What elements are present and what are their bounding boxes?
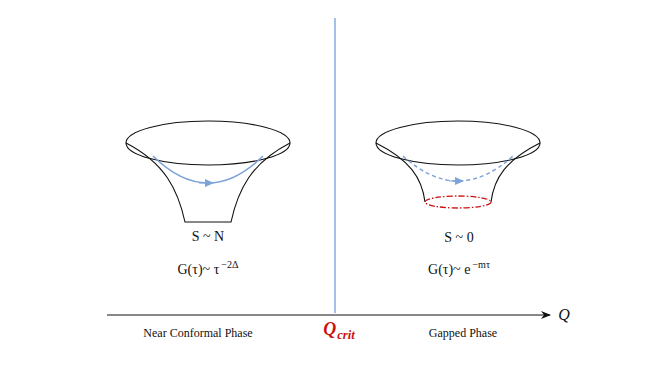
label-text: Gapped Phase	[429, 326, 497, 340]
phase-label: Gapped Phase	[429, 326, 497, 341]
gapped-throat	[376, 121, 540, 208]
critical-charge: Qcrit	[323, 319, 355, 343]
axis-label: Q	[558, 306, 570, 324]
label-text: Q	[323, 319, 336, 339]
exponent-text: −2Δ	[221, 259, 238, 270]
label-text: S ~ N	[192, 229, 224, 244]
exponent-text: crit	[337, 328, 355, 342]
entropy-label: S ~ 0	[444, 230, 473, 246]
phase-label: Near Conformal Phase	[143, 326, 252, 341]
label-text: S ~ 0	[444, 230, 473, 245]
label-text: G(τ)~ τ	[178, 261, 220, 276]
correlator-label: G(τ)~ τ−2Δ	[178, 259, 239, 278]
label-text: Q	[558, 306, 570, 323]
correlator-label: G(τ)~ e−mτ	[428, 259, 490, 278]
conformal-throat	[126, 121, 290, 222]
label-text: G(τ)~ e	[428, 261, 470, 276]
exponent-text: −mτ	[472, 259, 490, 270]
entropy-label: S ~ N	[192, 229, 224, 245]
q-axis	[107, 314, 550, 315]
phase-boundary	[334, 18, 336, 313]
label-text: Near Conformal Phase	[143, 326, 252, 340]
